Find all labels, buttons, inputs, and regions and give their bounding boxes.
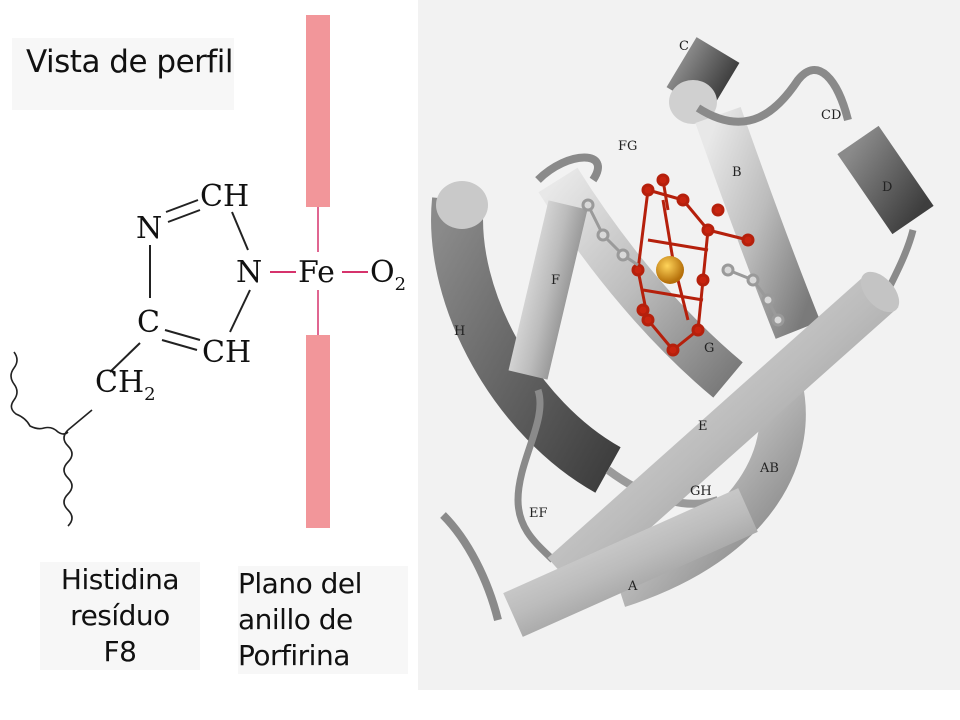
- heme-group: [631, 173, 755, 357]
- caption-histidine-line-1: Histidina: [60, 563, 180, 596]
- label-loop-ab: AB: [759, 461, 779, 476]
- loop-n-term: [440, 512, 502, 621]
- label-helix-h: H: [454, 324, 465, 339]
- loop-fg: [535, 153, 602, 183]
- porphyrin-plane-bottom: [306, 335, 330, 528]
- atom-ch-bottom: CH: [202, 335, 251, 370]
- loop-de: [884, 229, 917, 292]
- histidine-side-chains: [581, 198, 785, 327]
- label-loop-fg: FG: [618, 139, 637, 154]
- atom-o2: O2: [370, 255, 406, 295]
- helix-h-cap: [436, 181, 488, 229]
- label-helix-a: A: [627, 579, 638, 594]
- helix-e: [547, 272, 899, 593]
- title-box: [12, 38, 234, 110]
- caption-plane: Plano del anillo de Porfirina: [238, 566, 408, 674]
- helix-e-cap: [860, 271, 900, 313]
- atom-c-left: C: [137, 305, 160, 340]
- atom-n-right: N: [236, 255, 262, 290]
- caption-histidine: Histidina resíduo F8: [40, 562, 200, 670]
- caption-plane-line-3: Porfirina: [238, 639, 350, 672]
- atom-ch-top: CH: [200, 179, 249, 214]
- caption-histidine-line-3: F8: [103, 635, 137, 668]
- caption-plane-line-1: Plano del: [238, 567, 362, 600]
- loop-ef: [514, 388, 556, 563]
- label-helix-g: G: [704, 341, 714, 356]
- helix-f: [508, 200, 588, 380]
- helix-d: [837, 125, 934, 235]
- label-helix-f: F: [551, 273, 560, 288]
- helix-a: [503, 488, 758, 637]
- atom-fe: Fe: [298, 255, 335, 290]
- caption-plane-line-2: anillo de: [238, 603, 353, 636]
- loop-cd: [695, 66, 852, 126]
- atom-n-top: N: [136, 211, 162, 246]
- page-title: Vista de perfil: [26, 44, 234, 80]
- histidine-iron-diagram: N CH N C CH CH2 Fe O2: [10, 15, 406, 528]
- caption-histidine-line-2: resíduo: [70, 599, 170, 632]
- label-loop-gh: GH: [690, 484, 712, 499]
- iron-atom: [656, 256, 684, 284]
- imidazole-ring: [109, 199, 251, 373]
- label-helix-b: B: [732, 165, 742, 180]
- label-helix-d: D: [882, 180, 892, 195]
- atom-ch2: CH2: [95, 365, 156, 405]
- label-helix-c: C: [679, 39, 689, 54]
- backbone-squiggle: [10, 351, 93, 527]
- label-helix-e: E: [698, 419, 708, 434]
- porphyrin-plane-top: [306, 15, 330, 207]
- helix-b: [695, 107, 821, 339]
- helix-h: [431, 197, 622, 493]
- myoglobin-structure: C CD FG B D F H G E AB GH EF A: [431, 37, 934, 637]
- label-loop-cd: CD: [821, 108, 841, 123]
- label-loop-ef: EF: [529, 506, 548, 521]
